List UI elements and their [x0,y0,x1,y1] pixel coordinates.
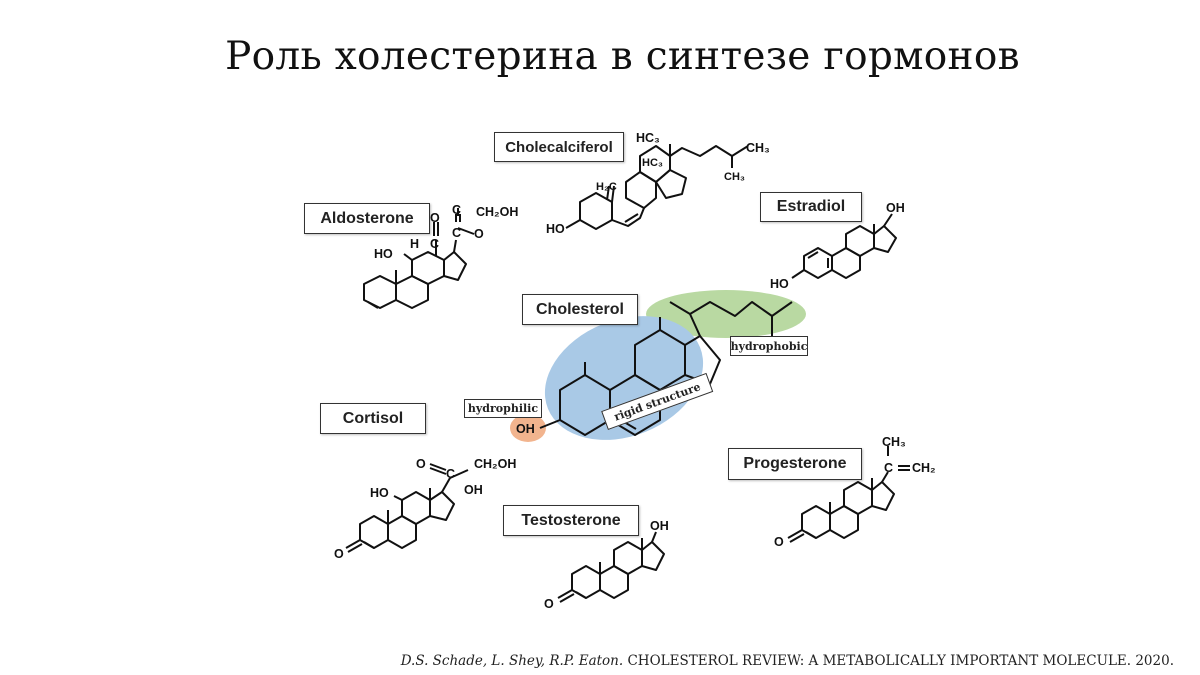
aldosterone-h-label: H [410,237,419,251]
aldosterone-c-top-label: C [452,203,461,217]
citation: D.S. Schade, L. Shey, R.P. Eaton. CHOLES… [401,653,1174,669]
aldosterone-structure [363,208,475,309]
cholesterol-label: Cholesterol [522,294,638,325]
hydrophilic-region [510,414,546,442]
aldosterone-o-top-label: O [430,211,440,225]
aldosterone-ho-label: HO [374,247,393,261]
cortisol-ho-label: HO [370,486,389,500]
progesterone-o-label: O [774,535,784,549]
hydrophilic-tag: hydrophilic [464,399,542,418]
cortisol-oh-label: OH [464,483,483,497]
estradiol-oh-label: OH [886,201,905,215]
estradiol-label: Estradiol [760,192,862,222]
citation-text: CHOLESTEROL REVIEW: A METABOLICALLY IMPO… [627,653,1174,669]
cholesterol-oh-label: OH [516,422,535,436]
cortisol-ch2oh-label: CH₂OH [474,457,516,471]
aldosterone-o-right-label: O [474,227,484,241]
hydrophobic-tag: hydrophobic [730,336,808,356]
estradiol-structure [791,213,897,279]
cholecalciferol-ho-label: HO [546,222,565,236]
slide-title: Роль холестерина в синтезе гормонов [225,34,1020,79]
progesterone-ch3-label: CH₃ [882,435,906,449]
cholecalciferol-label: Cholecalciferol [494,132,624,162]
cholecalciferol-hc3-label: HC₃ [642,157,663,169]
cortisol-structure [345,463,469,553]
cortisol-o-label: O [416,457,426,471]
cholecalciferol-ch3-right-label: CH₃ [746,141,770,155]
cholecalciferol-h2c-label: H₂C [596,181,617,193]
citation-authors: D.S. Schade, L. Shey, R.P. Eaton. [400,653,624,669]
cholecalciferol-hc3-top-label: HC₃ [636,131,660,145]
aldosterone-c-label: C [452,226,461,240]
testosterone-oh-label: OH [650,519,669,533]
cortisol-o-bottom-label: O [334,547,344,561]
progesterone-ch2-label: CH₂ [912,461,936,475]
progesterone-c-label: C [884,461,893,475]
aldosterone-ch2oh-label: CH₂OH [476,205,518,219]
progesterone-structure [787,446,910,543]
cortisol-label: Cortisol [320,403,426,434]
hydrophobic-region [646,290,806,338]
cholecalciferol-structure [565,144,749,230]
cholecalciferol-ch3-bottom-label: CH₃ [724,171,745,183]
progesterone-label: Progesterone [728,448,862,480]
aldosterone-c-left-label: C [430,237,439,251]
testosterone-o-label: O [544,597,554,611]
aldosterone-label: Aldosterone [304,203,430,234]
cortisol-c-label: C [446,467,455,481]
estradiol-ho-label: HO [770,277,789,291]
testosterone-label: Testosterone [503,505,639,536]
testosterone-structure [557,531,665,603]
